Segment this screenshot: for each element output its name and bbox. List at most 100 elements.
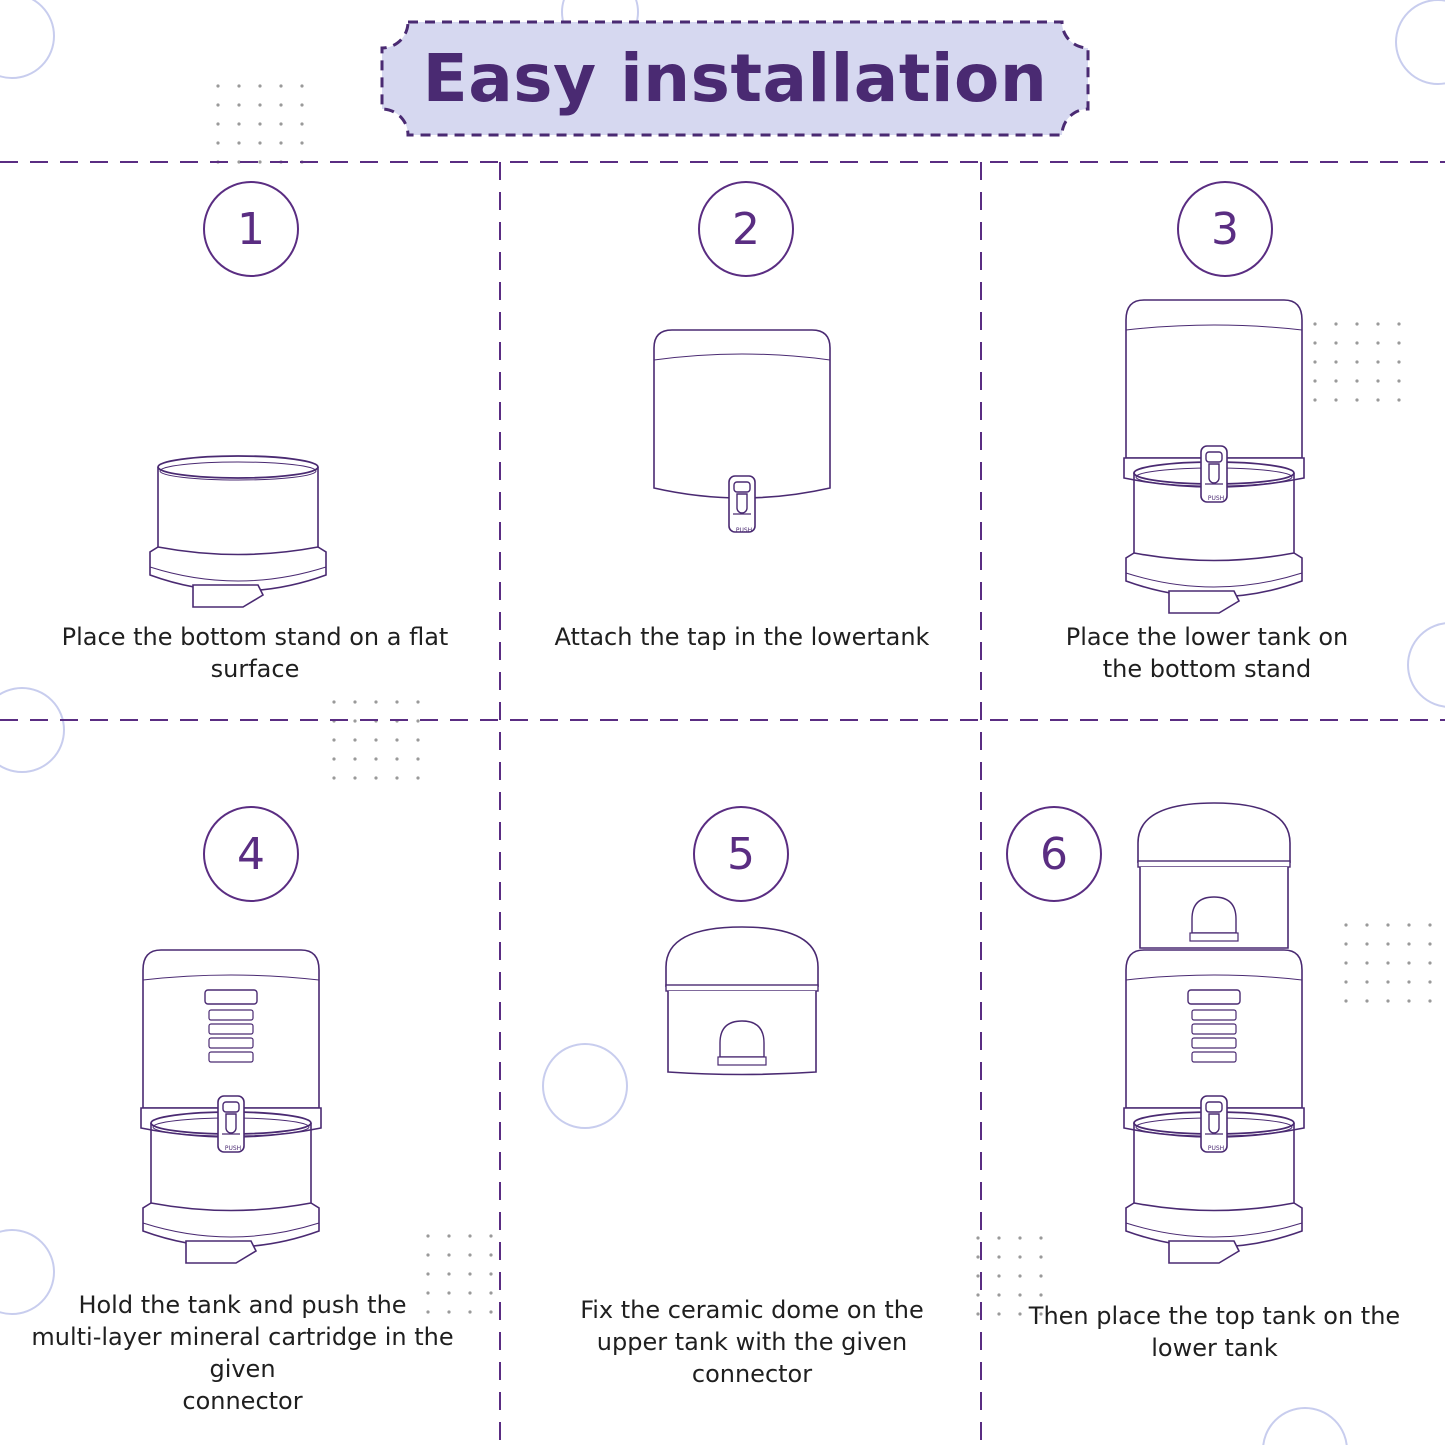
deco-dot (426, 1253, 430, 1257)
deco-dot (997, 1236, 1001, 1240)
deco-dot (216, 84, 220, 88)
deco-dot (1018, 1312, 1022, 1316)
deco-dot (1039, 1236, 1043, 1240)
deco-dot (237, 141, 241, 145)
deco-dot (374, 700, 378, 704)
deco-dot (1428, 961, 1432, 965)
deco-circle (0, 0, 55, 79)
deco-dot (1344, 923, 1348, 927)
deco-dot (416, 700, 420, 704)
deco-dot (468, 1310, 472, 1314)
deco-dot (237, 103, 241, 107)
deco-dot (353, 700, 357, 704)
deco-dot (997, 1274, 1001, 1278)
step-1-caption: Place the bottom stand on a flat surface (61, 623, 449, 683)
deco-circle (1407, 622, 1445, 708)
deco-dot (1428, 980, 1432, 984)
title-banner: Easy installation (380, 20, 1090, 137)
deco-dot (300, 103, 304, 107)
deco-dot (1018, 1236, 1022, 1240)
deco-dot (976, 1312, 980, 1316)
deco-dot (1376, 341, 1380, 345)
cartridge-icon (204, 989, 258, 1063)
deco-dot (468, 1272, 472, 1276)
deco-dot (447, 1272, 451, 1276)
deco-dot (447, 1310, 451, 1314)
deco-dot (1313, 360, 1317, 364)
tap-push-label: PUSH (736, 527, 752, 534)
deco-dot (1397, 341, 1401, 345)
deco-dot (353, 738, 357, 742)
deco-dot (426, 1310, 430, 1314)
deco-dot (1344, 980, 1348, 984)
deco-dot (353, 757, 357, 761)
deco-dot (332, 757, 336, 761)
deco-dot (1355, 360, 1359, 364)
deco-circle (542, 1043, 628, 1129)
deco-dot (300, 122, 304, 126)
deco-dot (1386, 980, 1390, 984)
bottom-stand-illustration (149, 455, 327, 608)
deco-dot (416, 719, 420, 723)
deco-dot (426, 1234, 430, 1238)
deco-dot (1344, 999, 1348, 1003)
deco-dot (468, 1253, 472, 1257)
deco-dot (1344, 961, 1348, 965)
deco-dot (1407, 923, 1411, 927)
deco-dot (1365, 942, 1369, 946)
deco-dot (997, 1312, 1001, 1316)
deco-dot (237, 160, 241, 164)
step-6-number: 6 (1006, 806, 1102, 902)
deco-dot (1397, 398, 1401, 402)
deco-dot (1355, 322, 1359, 326)
deco-dot (279, 141, 283, 145)
deco-dot (300, 84, 304, 88)
deco-dot (1407, 999, 1411, 1003)
deco-dot (997, 1255, 1001, 1259)
deco-dot (1355, 341, 1359, 345)
deco-dot (416, 757, 420, 761)
deco-dot (1313, 398, 1317, 402)
step-5-caption: Fix the ceramic dome on the upper tank w… (580, 1296, 924, 1388)
deco-dot (1313, 322, 1317, 326)
tank-on-stand-illustration: PUSH (1123, 299, 1305, 614)
step-4-number: 4 (203, 806, 299, 902)
step-3-number: 3 (1177, 181, 1273, 277)
deco-dot (279, 122, 283, 126)
step-2-caption: Attach the tap in the lowertank (554, 623, 930, 651)
deco-dot (1386, 942, 1390, 946)
deco-dot (1365, 961, 1369, 965)
deco-circle (0, 687, 65, 773)
step-5-number: 5 (693, 806, 789, 902)
deco-dot (1334, 360, 1338, 364)
deco-dot (1313, 341, 1317, 345)
full-assembly-illustration: PUSH (1123, 802, 1305, 1264)
deco-dot (1376, 360, 1380, 364)
deco-dot (353, 719, 357, 723)
deco-circle (1395, 0, 1445, 85)
deco-dot (216, 122, 220, 126)
deco-dot (300, 141, 304, 145)
deco-dot (1355, 379, 1359, 383)
deco-dot (447, 1291, 451, 1295)
deco-dot (1039, 1293, 1043, 1297)
deco-dot (1018, 1255, 1022, 1259)
deco-dot (1365, 980, 1369, 984)
deco-dot (1376, 322, 1380, 326)
step-4-caption: Hold the tank and push the multi-layer m… (31, 1291, 454, 1415)
deco-dot (1397, 360, 1401, 364)
deco-dot (258, 84, 262, 88)
deco-dot (1407, 942, 1411, 946)
deco-dot (374, 757, 378, 761)
deco-dot (1407, 980, 1411, 984)
tap-push-label: PUSH (225, 1145, 241, 1152)
deco-dot (1386, 961, 1390, 965)
deco-dot (489, 1272, 493, 1276)
deco-dot (216, 103, 220, 107)
deco-dot (976, 1236, 980, 1240)
deco-dot (1039, 1255, 1043, 1259)
deco-dot (1365, 999, 1369, 1003)
deco-dot (1365, 923, 1369, 927)
deco-dot (1397, 379, 1401, 383)
